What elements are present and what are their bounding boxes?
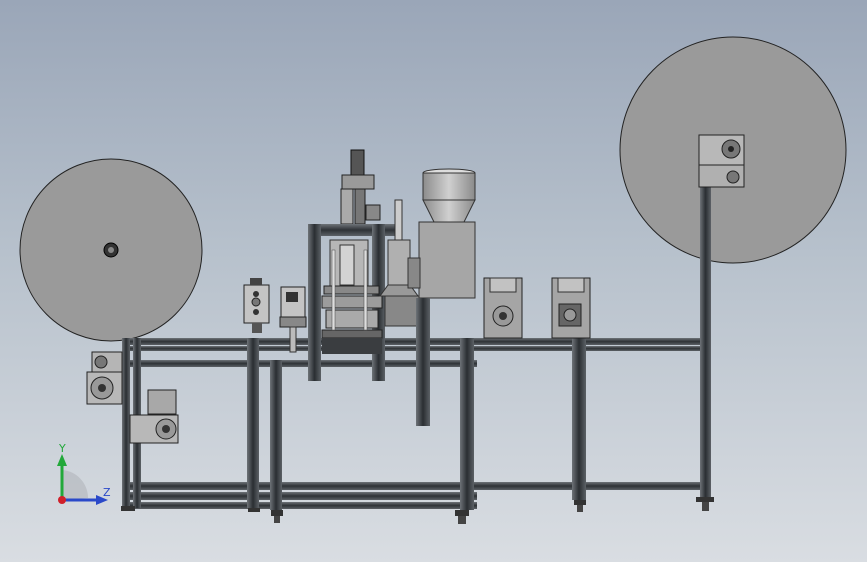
coordinate-triad: Y Z <box>57 442 111 505</box>
sensor-bracket-right <box>279 286 307 353</box>
right-reel-stand <box>696 134 745 511</box>
y-axis-label: Y <box>58 442 66 455</box>
feed-hopper <box>407 168 476 426</box>
press-station <box>308 149 395 381</box>
base-frame <box>121 338 700 524</box>
z-axis-label: Z <box>103 486 111 499</box>
left-material-reel <box>19 158 203 342</box>
left-drive-unit <box>86 351 179 444</box>
sensor-bracket-left <box>243 278 270 333</box>
roller-station-1 <box>483 277 523 339</box>
roller-station-2 <box>551 277 591 339</box>
